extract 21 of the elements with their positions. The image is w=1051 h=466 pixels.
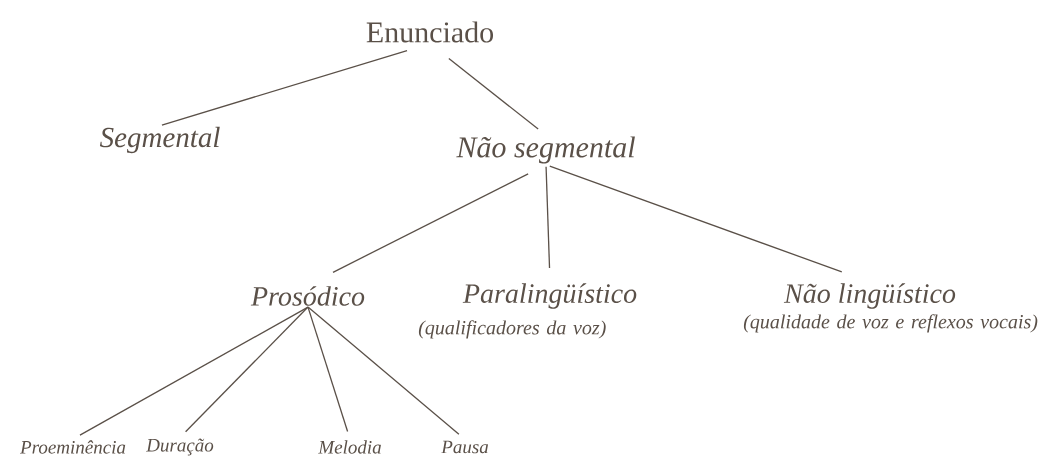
tree-line (161, 50, 408, 126)
tree-line (307, 306, 460, 435)
tree-line (448, 57, 539, 130)
note-text: (qualificadores da voz) (418, 320, 606, 339)
tree-label: Pausa (441, 440, 489, 454)
tree-label: Segmental (99, 126, 220, 154)
tree-line (184, 306, 309, 433)
tree-line (332, 173, 529, 273)
tree-label: Enunciado (366, 21, 494, 43)
tree-line (79, 306, 309, 436)
tree-line (307, 306, 349, 433)
tree-label: Não segmental (456, 136, 635, 164)
tree-label: Não lingüístico (783, 283, 956, 309)
note-text: (qualidade de voz e reflexos vocais) (743, 314, 1038, 333)
tree-line (549, 165, 843, 273)
tree-label: Paralingüístico (462, 283, 637, 309)
tree-label: Proeminência (19, 440, 126, 454)
tree-label: Prosódico (250, 286, 365, 306)
tree-label: Melodia (318, 440, 381, 454)
tree-line (545, 166, 551, 269)
tree-label: Duração (146, 438, 214, 456)
